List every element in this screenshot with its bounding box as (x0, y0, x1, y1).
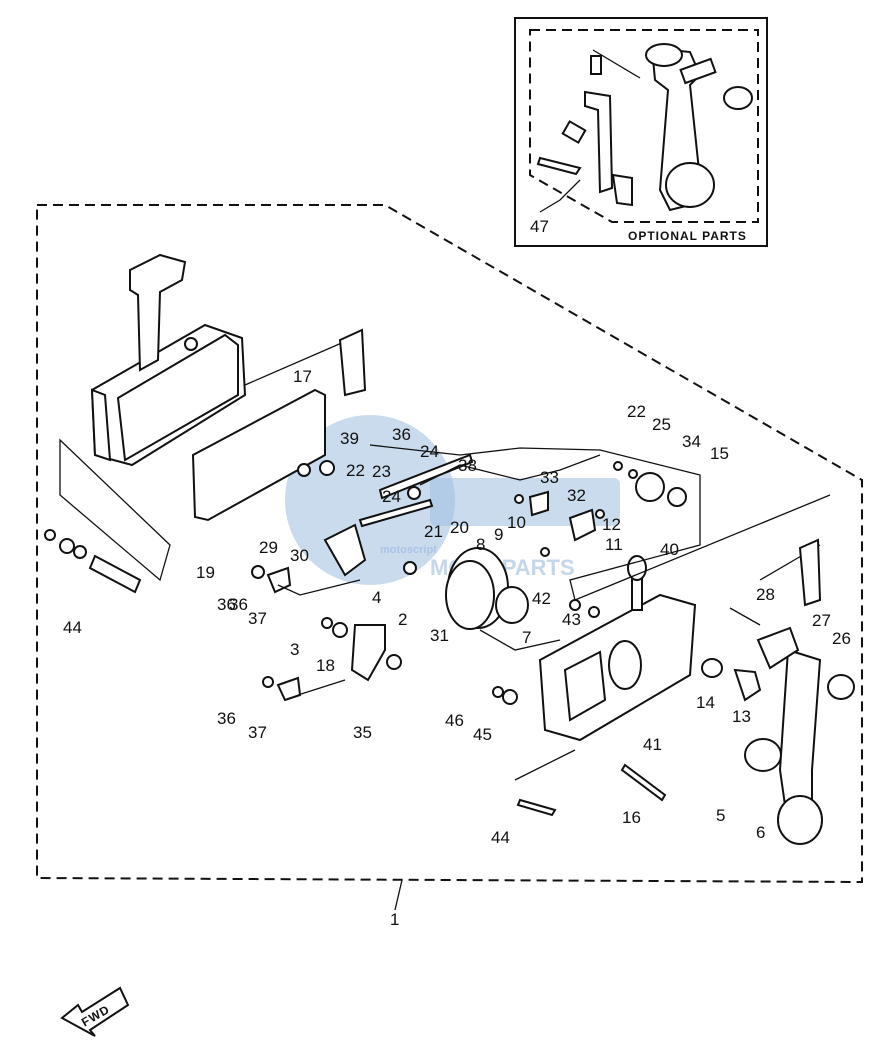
callout-32: 32 (567, 486, 586, 505)
callout-27: 27 (812, 611, 831, 630)
fwd-arrow-icon: FWD (60, 986, 130, 1037)
callout-39: 39 (340, 429, 359, 448)
callout-35: 35 (353, 723, 372, 742)
callout-22: 22 (627, 402, 646, 421)
callout-31: 31 (430, 626, 449, 645)
callout-8: 8 (476, 535, 485, 554)
callout-44: 44 (63, 618, 82, 637)
callout-18: 18 (316, 656, 335, 675)
callout-43: 43 (562, 610, 581, 629)
callout-33: 33 (540, 468, 559, 487)
callout-11: 11 (605, 535, 623, 554)
bolt-set-44 (44, 438, 171, 594)
callout-16: 16 (622, 808, 641, 827)
callout-24: 24 (382, 487, 401, 506)
assembly-leader (394, 879, 403, 911)
callout-37: 37 (248, 609, 267, 628)
callout-19: 19 (196, 563, 215, 582)
callout-26: 26 (832, 629, 851, 648)
callout-17: 17 (293, 367, 312, 386)
optional-parts-box: 47 OPTIONAL PARTS (514, 17, 768, 247)
callout-47: 47 (530, 217, 549, 236)
callout-37: 37 (248, 723, 267, 742)
callout-23: 23 (372, 462, 391, 481)
callout-25: 25 (652, 415, 671, 434)
callout-36: 36 (392, 425, 411, 444)
callout-2: 2 (398, 610, 407, 629)
callout-6: 6 (756, 823, 765, 842)
callout-40: 40 (660, 540, 679, 559)
callout-45: 45 (473, 725, 492, 744)
callout-36: 36 (217, 709, 236, 728)
callout-22: 22 (346, 461, 365, 480)
optional-parts-caption: OPTIONAL PARTS (628, 229, 747, 243)
callout-7: 7 (522, 628, 531, 647)
callout-29: 29 (259, 538, 278, 557)
callout-14: 14 (696, 693, 715, 712)
callout-34: 34 (682, 432, 701, 451)
callout-9: 9 (494, 525, 503, 544)
callout-38: 38 (458, 456, 477, 475)
shift-mechanism (251, 453, 601, 702)
callout-24: 24 (420, 442, 439, 461)
callout-41: 41 (643, 735, 662, 754)
callout-20: 20 (450, 518, 469, 537)
callout-5: 5 (716, 806, 725, 825)
callout-1: 1 (390, 910, 399, 929)
callout-36: 36 (229, 595, 248, 614)
callout-10: 10 (507, 513, 526, 532)
callout-4: 4 (372, 588, 381, 607)
callout-36: 36 (217, 595, 236, 614)
remote-control-box-cover (90, 253, 367, 522)
watermark-line1: motoscript (380, 544, 437, 556)
callout-44: 44 (491, 828, 510, 847)
assembly-boundary (36, 204, 863, 884)
callout-42: 42 (532, 589, 551, 608)
callout-30: 30 (290, 546, 309, 565)
control-handle-assembly (369, 444, 855, 845)
callout-15: 15 (710, 444, 729, 463)
callout-12: 12 (602, 515, 621, 534)
callout-28: 28 (756, 585, 775, 604)
callout-21: 21 (424, 522, 443, 541)
callout-46: 46 (445, 711, 464, 730)
callout-13: 13 (732, 707, 751, 726)
callout-3: 3 (290, 640, 299, 659)
